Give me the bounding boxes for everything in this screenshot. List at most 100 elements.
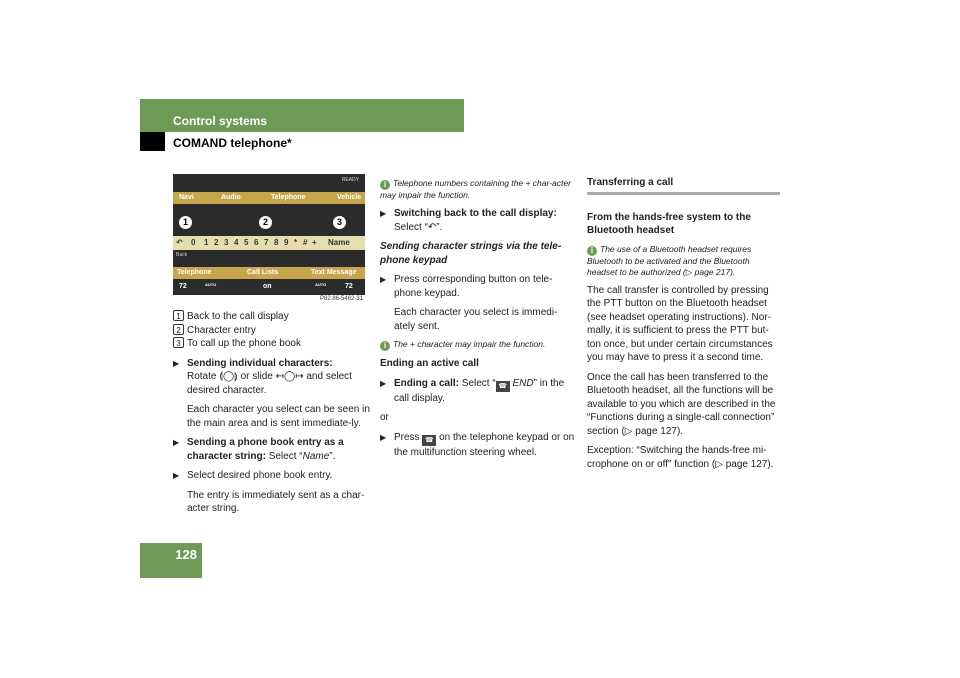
column-3: Transferring a call From the hands-free … xyxy=(587,176,780,477)
step-press-button: Press corresponding button on tele-phone… xyxy=(380,273,575,300)
info-icon: i xyxy=(587,245,597,256)
step-text: or slide xyxy=(237,371,276,382)
char-9: 9 xyxy=(284,238,289,247)
callout-2: 2 xyxy=(259,216,272,229)
temp-left: 72 xyxy=(179,283,187,290)
legend-number: 1 xyxy=(173,310,184,321)
step-select-entry: Select desired phone book entry. xyxy=(173,469,373,483)
back-arrow-icon: ↶ xyxy=(176,238,183,247)
menu-text-message: Text Message xyxy=(311,269,357,276)
slide-controller-icon: ↤◯↦ xyxy=(275,371,304,382)
char-hash: # xyxy=(303,238,308,247)
paragraph: The entry is immediately sent as a char-… xyxy=(187,489,365,515)
climate-bar: 72 AUTO on AUTO 72 xyxy=(173,281,365,294)
char-6: 6 xyxy=(254,238,259,247)
char-1: 1 xyxy=(204,238,209,247)
step-label: Switching back to the call display: xyxy=(394,208,557,219)
step-text: and select desired character. xyxy=(187,371,352,396)
note-text: The use of a Bluetooth headset requires … xyxy=(587,243,752,277)
legend-text: Character entry xyxy=(187,324,256,336)
step-text: Select “ xyxy=(394,221,428,233)
name-term: Name xyxy=(302,450,330,462)
back-label: Back xyxy=(176,252,188,258)
char-4: 4 xyxy=(234,238,239,247)
tab-navi: Navi xyxy=(179,194,194,201)
step-text: Select “ xyxy=(459,377,496,389)
char-3: 3 xyxy=(224,238,229,247)
climate-on: on xyxy=(263,283,272,290)
step-text: ” in the call display. xyxy=(394,377,565,404)
auto-right: AUTO xyxy=(315,282,327,287)
subheading: From the hands-free system to the Blueto… xyxy=(587,211,751,237)
paragraph: The call transfer is controlled by press… xyxy=(587,284,773,364)
menu-call-lists: Call Lists xyxy=(247,269,279,276)
paragraph: Each character you select is immedi-atel… xyxy=(394,307,558,332)
char-star: * xyxy=(294,238,298,247)
step-phone-book-entry: Sending a phone book entry as a characte… xyxy=(173,436,373,463)
legend-number: 3 xyxy=(173,337,184,348)
rotate-controller-icon: ⟬◯⟭ xyxy=(219,371,238,382)
tab-audio: Audio xyxy=(221,194,241,201)
paragraph: Once the call has been transferred to th… xyxy=(587,371,776,437)
step-text: Select “ xyxy=(265,450,303,462)
note-text: The + character may impair the function. xyxy=(393,339,546,349)
step-label: Sending a phone book entry as a characte… xyxy=(187,437,344,462)
header-bar xyxy=(140,99,464,132)
menu-telephone: Telephone xyxy=(177,269,212,276)
paragraph: Each character you select can be seen in… xyxy=(187,404,370,429)
ready-indicator: READY xyxy=(341,177,359,183)
step-press-end: Press ☎ on the telephone keypad or on th… xyxy=(380,431,575,460)
char-plus: + xyxy=(312,238,317,247)
step-label: Ending a call: xyxy=(394,377,460,389)
step-text: Press xyxy=(394,431,423,443)
subheading: Ending an active call xyxy=(380,358,479,369)
tab-vehicle: Vehicle xyxy=(337,194,362,201)
legend-text: To call up the phone book xyxy=(187,338,301,349)
char-7: 7 xyxy=(264,238,269,247)
sub-menu-bar: Telephone Call Lists Text Message xyxy=(173,267,365,279)
step-text: on the telephone keypad or on the multif… xyxy=(394,431,575,458)
step-individual-characters: Sending individual characters: Rotate ⟬◯… xyxy=(173,357,373,398)
step-switch-back: Switching back to the call display: Sele… xyxy=(380,207,575,234)
end-term: END xyxy=(512,377,534,389)
char-8: 8 xyxy=(274,238,279,247)
step-text: ”. xyxy=(436,221,443,233)
or-text: or xyxy=(380,412,389,423)
section-heading: Transferring a call xyxy=(587,176,780,195)
step-text: ”. xyxy=(329,450,336,462)
tab-telephone: Telephone xyxy=(271,194,306,201)
name-button: Name xyxy=(328,238,350,247)
page-number: 128 xyxy=(140,543,202,578)
callout-1: 1 xyxy=(179,216,192,229)
header-marker xyxy=(140,132,165,151)
step-text: Rotate xyxy=(187,371,220,382)
auto-left: AUTO xyxy=(205,282,217,287)
info-icon: i xyxy=(380,180,390,190)
section-subtitle: COMAND telephone* xyxy=(173,136,292,150)
legend-text: Back to the call display xyxy=(187,311,289,322)
section-title: Control systems xyxy=(173,114,268,128)
main-menu-bar: Navi Audio Telephone Vehicle xyxy=(173,192,365,204)
legend-number: 2 xyxy=(173,323,184,335)
note-text: Telephone numbers containing the + char-… xyxy=(380,178,571,200)
paragraph: Exception: “Switching the hands-free mi-… xyxy=(587,445,774,470)
end-call-icon: ☎ xyxy=(495,380,510,392)
figure-code: P82.86-5462-31 xyxy=(320,296,364,302)
step-label: Sending individual characters: xyxy=(187,357,333,369)
info-icon: i xyxy=(380,341,390,351)
char-5: 5 xyxy=(244,238,249,247)
subheading: Sending character strings via the tele-p… xyxy=(380,241,562,266)
temp-right: 72 xyxy=(345,283,353,290)
comand-screen-figure: READY Navi Audio Telephone Vehicle 1 2 3… xyxy=(173,174,365,295)
hang-up-key-icon: ☎ xyxy=(422,434,437,446)
char-0: 0 xyxy=(191,238,196,247)
char-2: 2 xyxy=(214,238,219,247)
